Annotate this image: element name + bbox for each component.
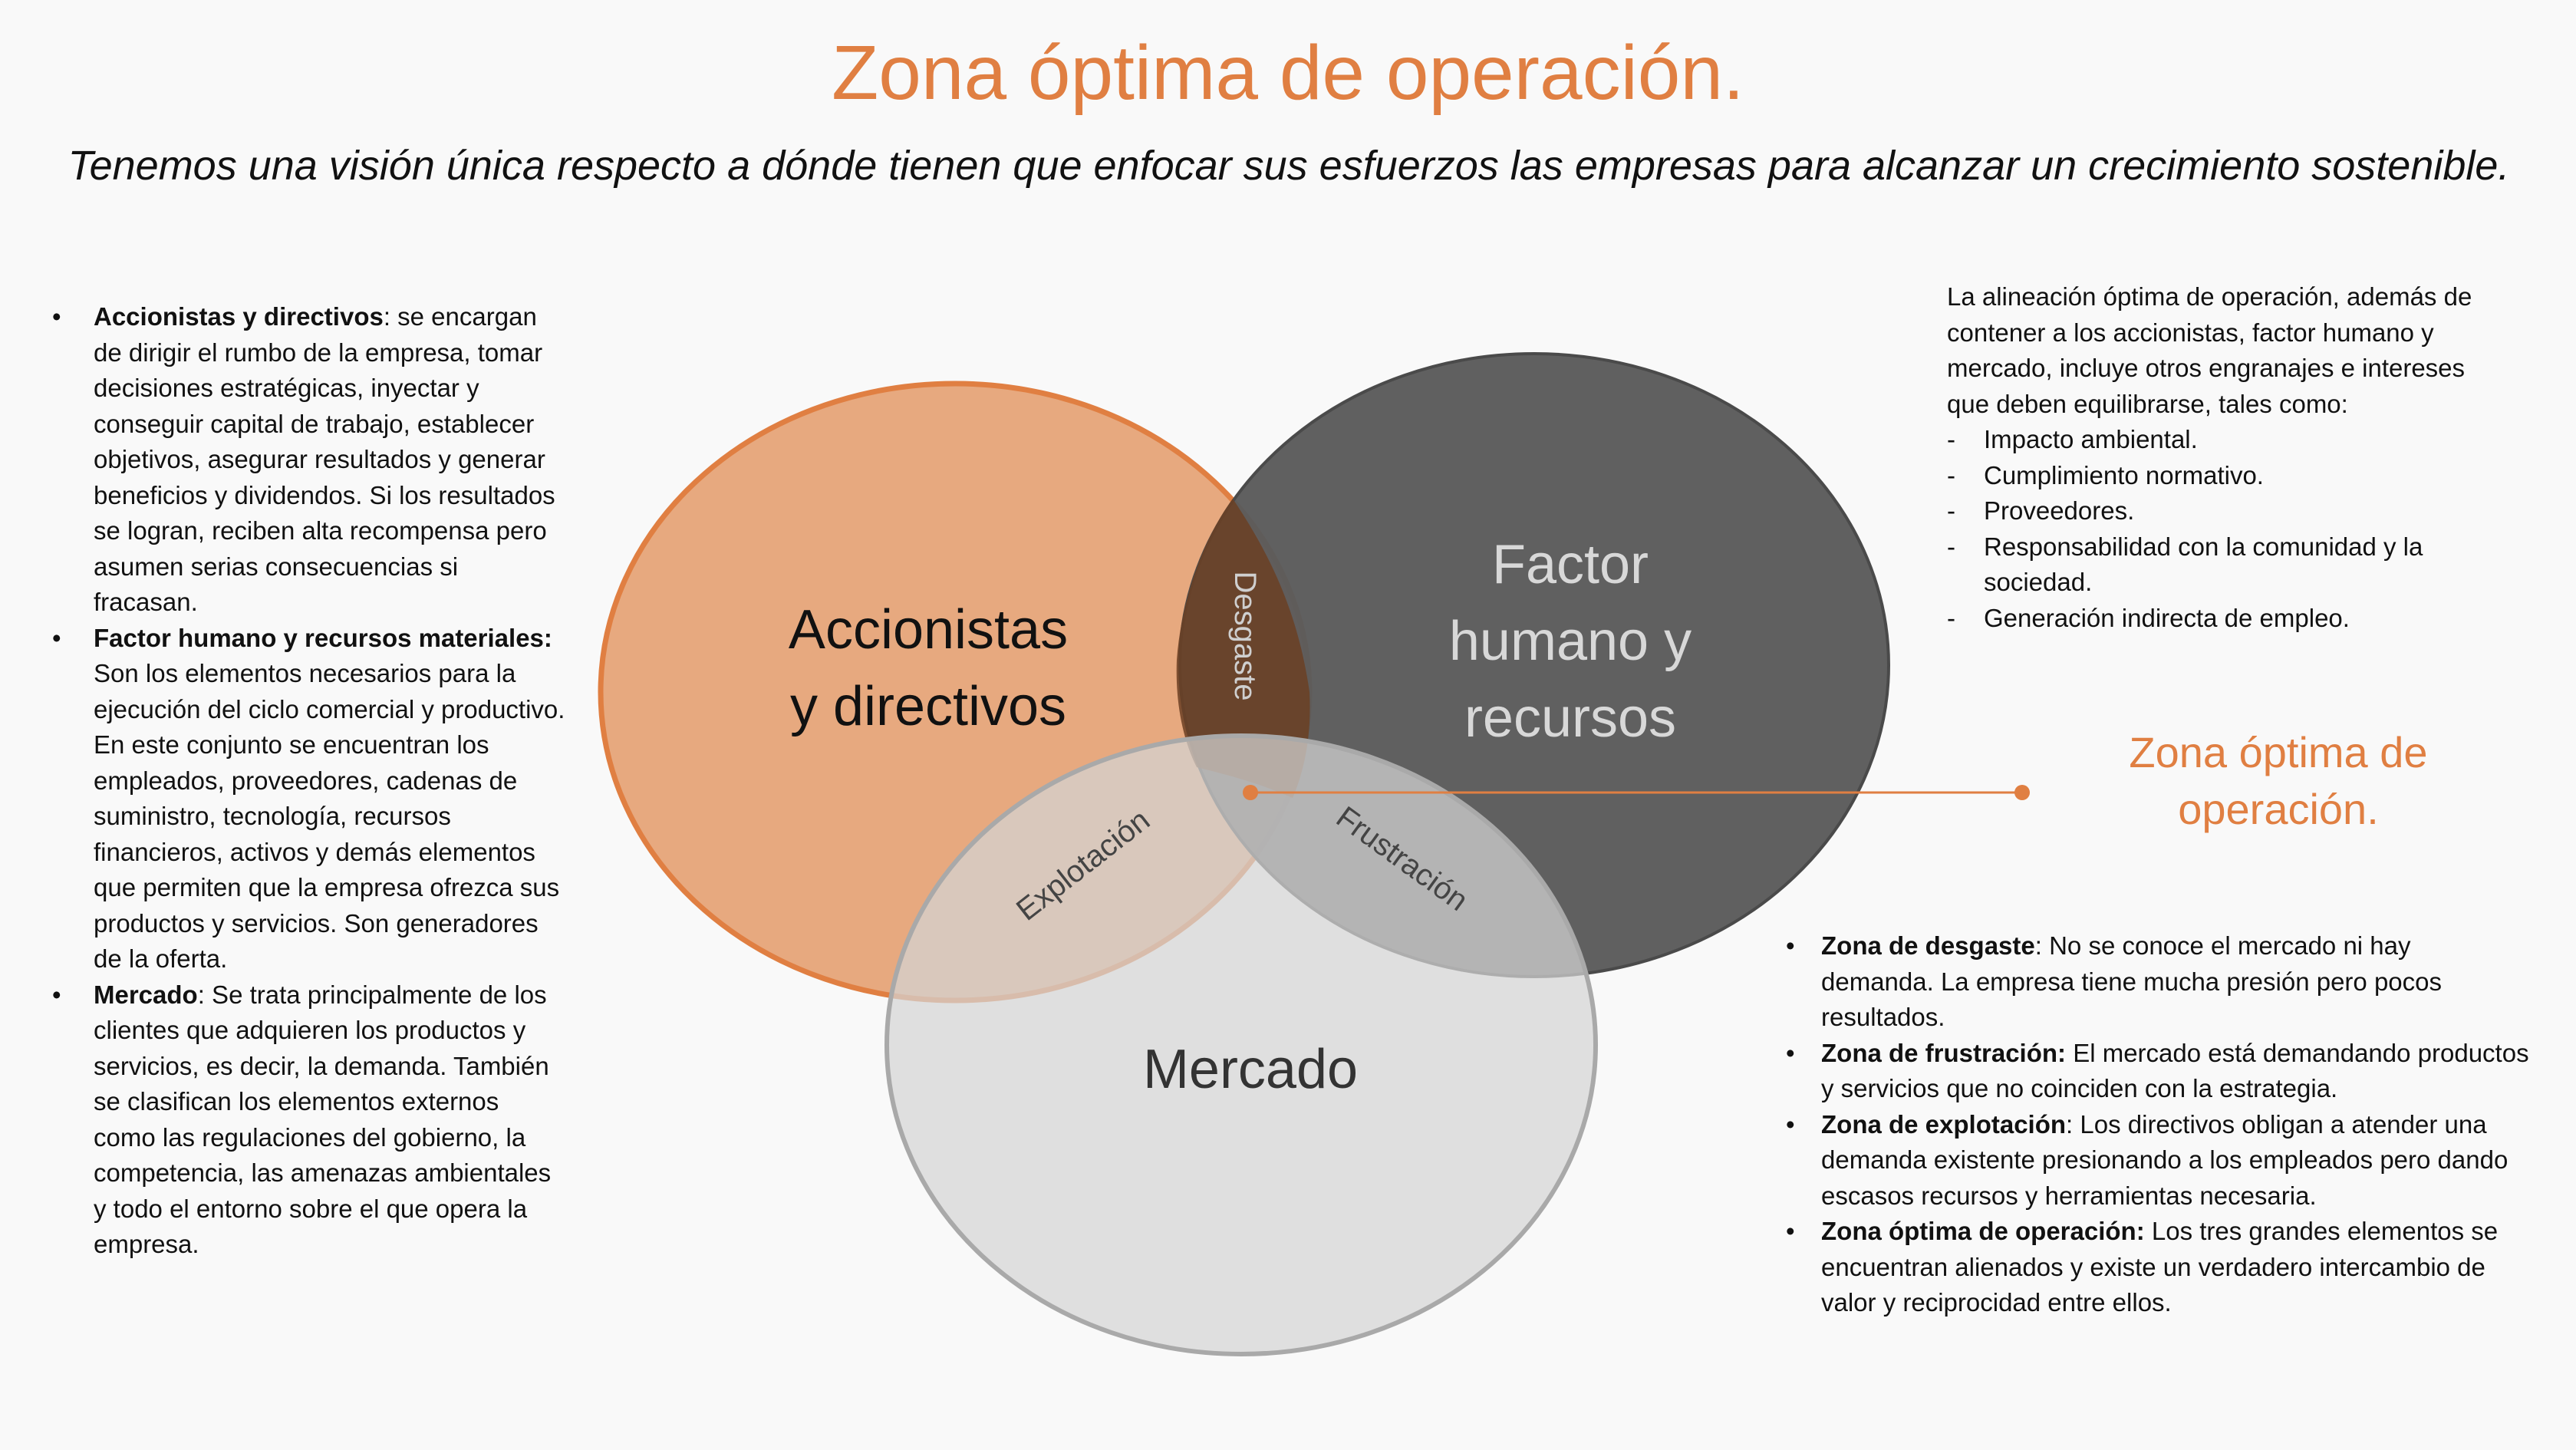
- zone-term: Zona óptima de operación:: [1821, 1217, 2145, 1245]
- alignment-item: Proveedores.: [1947, 493, 2484, 529]
- definition-text: : se encargan de dirigir el rumbo de la …: [94, 302, 555, 616]
- zone-definition-explotacion: Zona de explotación: Los directivos obli…: [1778, 1107, 2530, 1214]
- definition-term: Accionistas y directivos: [94, 302, 384, 331]
- zona-optima-point: [1243, 785, 1258, 800]
- zone-term: Zona de desgaste: [1821, 931, 2035, 960]
- zone-definition-frustracion: Zona de frustración: El mercado está dem…: [1778, 1036, 2530, 1107]
- zone-definition-desgaste: Zona de desgaste: No se conoce el mercad…: [1778, 928, 2530, 1036]
- zona-optima-endpoint: [2014, 785, 2030, 800]
- venn-circle-mercado: [884, 733, 1598, 1356]
- zone-text: : Los directivos obligan a atender una d…: [1821, 1109, 2508, 1210]
- zona-optima-label-line: operación.: [2178, 785, 2379, 833]
- zona-optima-label: Zona óptima de operación.: [2071, 724, 2485, 838]
- alignment-item: Cumplimiento normativo.: [1947, 458, 2484, 494]
- definition-text: : Se trata principalmente de los cliente…: [94, 980, 552, 1259]
- venn-zone-desgaste: [1176, 499, 1310, 798]
- definition-mercado: Mercado: Se trata principalmente de los …: [46, 977, 568, 1263]
- zone-label-desgaste: Desgaste: [1228, 572, 1262, 701]
- venn-label-factor-1: Factor: [1492, 534, 1649, 595]
- definition-accionistas: Accionistas y directivos: se encargan de…: [46, 299, 568, 621]
- definition-term: Factor humano y recursos materiales:: [94, 623, 552, 652]
- page-subtitle: Tenemos una visión única respecto a dónd…: [68, 143, 2510, 189]
- zone-term: Zona de frustración:: [1821, 1038, 2067, 1067]
- page-title: Zona óptima de operación.: [832, 30, 1744, 116]
- zone-definitions-list: Zona de desgaste: No se conoce el mercad…: [1778, 928, 2530, 1321]
- alignment-item: Responsabilidad con la comunidad y la so…: [1947, 529, 2484, 601]
- zone-definition-optima: Zona óptima de operación: Los tres grand…: [1778, 1214, 2530, 1321]
- zone-text: Los tres grandes elementos se encuentran…: [1821, 1217, 2499, 1317]
- venn-label-mercado: Mercado: [1143, 1039, 1358, 1100]
- alignment-intro: La alineación óptima de operación, ademá…: [1947, 282, 2472, 418]
- alignment-notes: La alineación óptima de operación, ademá…: [1947, 279, 2484, 636]
- zone-term: Zona de explotación: [1821, 1109, 2067, 1139]
- venn-label-factor-3: recursos: [1464, 687, 1676, 749]
- zone-text: : No se conoce el mercado ni hay demanda…: [1821, 931, 2442, 1031]
- zone-text: El mercado está demandando productos y s…: [1821, 1038, 2529, 1103]
- definition-text: Son los elementos necesarios para la eje…: [94, 659, 565, 973]
- zona-optima-label-line: Zona óptima de: [2129, 728, 2428, 776]
- venn-label-factor-2: humano y: [1449, 611, 1692, 672]
- venn-label-accionistas-1: Accionistas: [789, 599, 1068, 661]
- alignment-item: Impacto ambiental.: [1947, 422, 2484, 458]
- left-definitions-list: Accionistas y directivos: se encargan de…: [46, 299, 568, 1263]
- alignment-list: Impacto ambiental. Cumplimiento normativ…: [1947, 422, 2484, 636]
- definition-factor-humano: Factor humano y recursos materiales: Son…: [46, 621, 568, 977]
- alignment-item: Generación indirecta de empleo.: [1947, 601, 2484, 637]
- venn-label-accionistas-2: y directivos: [790, 676, 1066, 737]
- definition-term: Mercado: [94, 980, 198, 1009]
